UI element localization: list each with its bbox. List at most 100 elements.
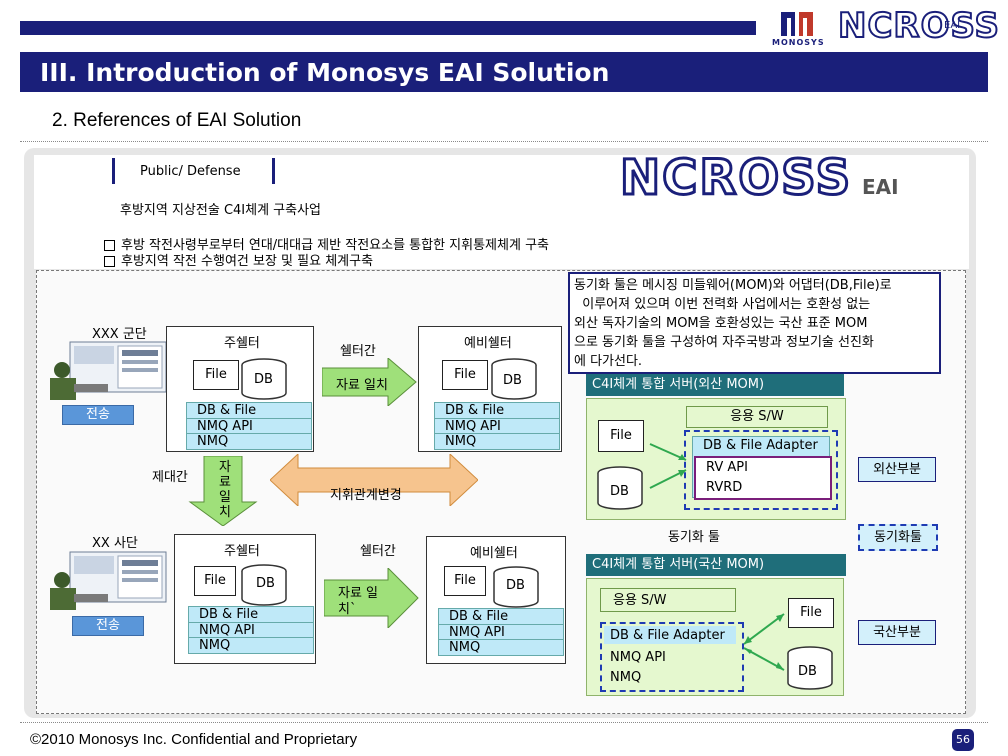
file-box: File — [444, 566, 486, 596]
unit-label-top: XXX 군단 — [92, 327, 147, 342]
note-line: 으로 동기화 툴을 구성하여 자주국방과 정보기술 선진화 — [574, 335, 874, 350]
file-box: File — [598, 420, 644, 452]
down-arrow-icon — [188, 456, 258, 526]
bullet-item: 후방 작전사령부로부터 연대/대대급 제반 작전요소를 통합한 지휘통제체계 구… — [104, 234, 549, 253]
backup-center-label: 예비쉘터 — [470, 546, 518, 561]
db-label: DB — [798, 664, 817, 679]
vertical-sync-label: 자 료 일 치 — [219, 460, 231, 520]
adapter-stack-top-backup: DB & File Adapter NMQ API NMQ — [434, 402, 560, 450]
note-line: 이루어져 있으며 이번 전력화 사업에서는 호환성 없는 — [574, 297, 871, 312]
bullet-item: 후방지역 작전 수행여건 보장 및 필요 체계구축 — [104, 250, 373, 269]
api-row: NMQ API — [187, 418, 311, 434]
operator-workstation-icon — [50, 341, 167, 400]
adapter-row: DB & File Adapter — [187, 403, 311, 433]
sync-arrow-label: 자료 일 치` — [338, 586, 379, 617]
adapter-row: DB & File Adapter — [610, 628, 725, 643]
adapter-stack-top-main: DB & File Adapter NMQ API NMQ — [186, 402, 312, 450]
project-name: 후방지역 지상전술 C4I체계 구축사업 — [120, 203, 322, 218]
foreign-server-header: C4I체계 통합 서버(외산 MOM) — [586, 374, 844, 396]
note-line: 동기화 툴은 메시징 미들웨어(MOM)와 어댑터(DB,File)로 — [574, 278, 892, 293]
api-row: NMQ API — [189, 622, 313, 638]
send-badge-top: 전송 — [62, 405, 134, 425]
app-software-box: 응용 S/W — [686, 406, 828, 428]
between-shelter-label: 쉘터간 — [340, 344, 376, 359]
mq-row: NMQ — [187, 433, 311, 449]
ncross-logo: NCROSS — [837, 5, 1000, 47]
category-bar-left — [112, 158, 115, 184]
adapter-row: DB & File Adapter — [703, 438, 818, 453]
title-bar: III. Introduction of Monosys EAI Solutio… — [20, 52, 988, 92]
ncross-logo-eai: EAI — [944, 20, 961, 31]
api-row: NMQ API — [610, 650, 666, 665]
intro-box — [34, 155, 969, 269]
rvrd-row: RVRD — [706, 480, 743, 495]
legend-foreign: 외산부분 — [858, 457, 936, 482]
note-line: 에 다가선다. — [574, 354, 643, 369]
command-change-label: 지휘관계변경 — [330, 488, 402, 503]
category-bar-right — [272, 158, 275, 184]
header-bar — [20, 21, 756, 35]
footer-copyright: ©2010 Monosys Inc. Confidential and Prop… — [30, 731, 358, 748]
sync-tool-label: 동기화 툴 — [668, 530, 720, 545]
between-shelter-label: 쉘터간 — [360, 544, 396, 559]
sync-arrow-label: 자료 일치 — [336, 378, 388, 393]
ncross-brand: NCROSS — [618, 149, 853, 208]
legend-sync: 동기화툴 — [858, 524, 938, 551]
db-label: DB — [256, 576, 275, 591]
page-number: 56 — [952, 729, 974, 751]
sync-tool-note: 동기화 툴은 메시징 미들웨어(MOM)와 어댑터(DB,File)로 이루어져… — [568, 272, 941, 374]
file-box: File — [194, 566, 236, 596]
right-arrow-icon — [322, 358, 417, 406]
main-center-label: 주쉘터 — [224, 544, 260, 559]
database-icon — [491, 358, 537, 400]
domestic-server-header: C4I체계 통합 서버(국산 MOM) — [586, 554, 846, 576]
db-label: DB — [254, 372, 273, 387]
file-box: File — [788, 598, 834, 628]
operator-workstation-icon — [50, 551, 167, 610]
database-icon — [241, 358, 287, 400]
domestic-adapter-row: DB & File Adapter — [604, 626, 736, 644]
between-units-label: 제대간 — [152, 470, 188, 485]
divider — [20, 141, 988, 142]
section-subtitle: 2. References of EAI Solution — [52, 110, 302, 131]
db-label: DB — [610, 484, 629, 499]
sync-tool-domestic — [600, 622, 744, 692]
adapter-row: DB & File Adapter — [435, 403, 559, 433]
unit-label-bottom: XX 사단 — [92, 536, 138, 551]
mq-row: NMQ — [610, 670, 642, 685]
file-box: File — [193, 360, 239, 390]
db-label: DB — [506, 578, 525, 593]
connector-arrows-icon — [743, 613, 785, 671]
mq-row: NMQ — [435, 433, 559, 449]
db-label: DB — [503, 373, 522, 388]
adapter-row: DB & File Adapter — [439, 609, 563, 639]
adapter-stack-bottom-main: DB & File Adapter NMQ API NMQ — [188, 606, 314, 654]
main-center-label: 주쉘터 — [224, 336, 260, 351]
monosys-logo-icon — [781, 12, 813, 36]
note-line: 외산 독자기술의 MOM을 호환성있는 국산 표준 MOM — [574, 316, 868, 331]
checkbox-bullet-icon — [104, 240, 115, 251]
rv-api-row: RV API — [706, 460, 748, 475]
connector-arrows-icon — [649, 443, 687, 489]
database-icon — [787, 646, 833, 690]
legend-domestic: 국산부분 — [858, 620, 936, 645]
ncross-brand-eai: EAI — [862, 175, 899, 199]
file-box: File — [442, 360, 488, 390]
database-icon — [241, 564, 287, 606]
adapter-row: DB & File Adapter — [189, 607, 313, 637]
mq-row: NMQ — [189, 637, 313, 653]
mq-row: NMQ — [439, 639, 563, 655]
page-title: III. Introduction of Monosys EAI Solutio… — [40, 58, 610, 87]
right-arrow-icon — [324, 568, 419, 628]
double-arrow-icon — [270, 454, 478, 506]
monosys-logo-text: MONOSYS — [772, 38, 825, 47]
api-row: NMQ API — [439, 624, 563, 640]
api-row: NMQ API — [435, 418, 559, 434]
adapter-stack-bottom-backup: DB & File Adapter NMQ API NMQ — [438, 608, 564, 656]
database-icon — [493, 566, 539, 608]
app-software-box: 응용 S/W — [600, 588, 736, 612]
database-icon — [597, 466, 643, 510]
backup-center-label: 예비쉘터 — [464, 336, 512, 351]
foreign-mom-box: RV API RVRD — [694, 456, 832, 500]
category-label: Public/ Defense — [140, 164, 241, 179]
